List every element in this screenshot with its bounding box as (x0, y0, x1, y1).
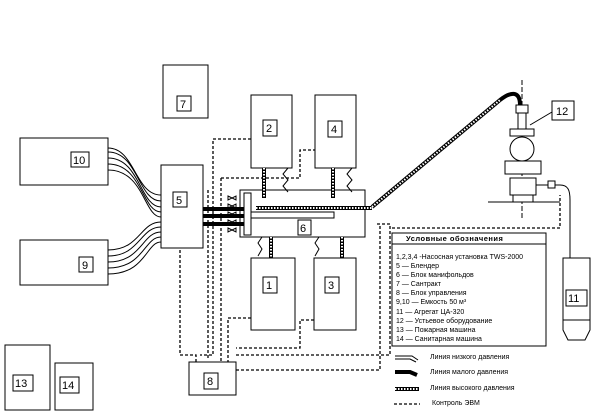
high-pressure-risers (257, 167, 353, 258)
svg-text:10: 10 (73, 155, 85, 167)
svg-text:14 — Санитарная машина: 14 — Санитарная машина (396, 336, 482, 343)
unit-4-pump: 4 (314, 94, 357, 169)
svg-text:4: 4 (331, 124, 337, 136)
svg-text:5 — Блендер: 5 — Блендер (396, 263, 439, 270)
high-pressure-line-to-well (370, 91, 522, 209)
svg-text:11: 11 (568, 293, 579, 305)
svg-text:8: 8 (207, 376, 213, 388)
svg-text:Линия низкого давления: Линия низкого давления (430, 354, 510, 361)
svg-text:Линия высокого давления: Линия высокого давления (430, 385, 515, 392)
unit-1-pump: 1 (250, 257, 296, 331)
unit-9-tank: 9 (19, 239, 109, 286)
svg-text:6: 6 (300, 223, 306, 235)
svg-text:7 — Сантракт: 7 — Сантракт (396, 281, 442, 288)
unit-5-blender: 5 (160, 164, 204, 249)
svg-text:13: 13 (15, 378, 27, 390)
svg-text:11 — Агрегат ЦА-320: 11 — Агрегат ЦА-320 (396, 309, 464, 316)
svg-text:13 — Пожарная машина: 13 — Пожарная машина (396, 327, 476, 334)
legend: Условные обозначения 1,2,3,4 -Насосная у… (391, 232, 547, 347)
svg-text:1,2,3,4 -Насосная установка TW: 1,2,3,4 -Насосная установка TWS-2000 (396, 254, 523, 261)
unit-12-wellhead: 12 (488, 80, 575, 260)
line-types-legend: Линия низкого давления Линия малого давл… (394, 354, 515, 407)
svg-text:9: 9 (82, 260, 88, 272)
unit-7-santrakt: 7 (162, 64, 209, 119)
svg-text:8 — Блок управления: 8 — Блок управления (396, 290, 467, 297)
svg-text:Контроль ЭВМ: Контроль ЭВМ (432, 400, 480, 407)
svg-text:9,10 — Емкость 50 м³: 9,10 — Емкость 50 м³ (396, 299, 467, 306)
svg-text:Линия малого давления: Линия малого давления (430, 369, 508, 376)
unit-2-pump: 2 (250, 94, 293, 169)
low-pressure-hoses (107, 147, 162, 275)
svg-text:6 — Блок манифольдов: 6 — Блок манифольдов (396, 272, 474, 279)
unit-3-pump: 3 (313, 257, 357, 331)
svg-text:Условные обозначения: Условные обозначения (406, 234, 503, 243)
svg-text:1: 1 (266, 280, 272, 292)
unit-8-control-block: 8 (188, 361, 237, 396)
unit-14-sanitary-truck: 14 (54, 362, 94, 411)
unit-6-manifold: 6 (203, 189, 372, 238)
svg-text:2: 2 (266, 123, 272, 135)
unit-13-fire-truck: 13 (4, 344, 51, 411)
unit-11-cementing-unit: 11 (562, 257, 591, 341)
svg-text:5: 5 (176, 195, 182, 207)
unit-10-tank: 10 (19, 137, 109, 186)
svg-text:7: 7 (180, 99, 186, 111)
svg-text:12 — Устьевое оборудование: 12 — Устьевое оборудование (396, 317, 492, 325)
svg-text:12: 12 (556, 106, 568, 118)
svg-text:3: 3 (328, 280, 334, 292)
svg-text:14: 14 (62, 380, 74, 392)
